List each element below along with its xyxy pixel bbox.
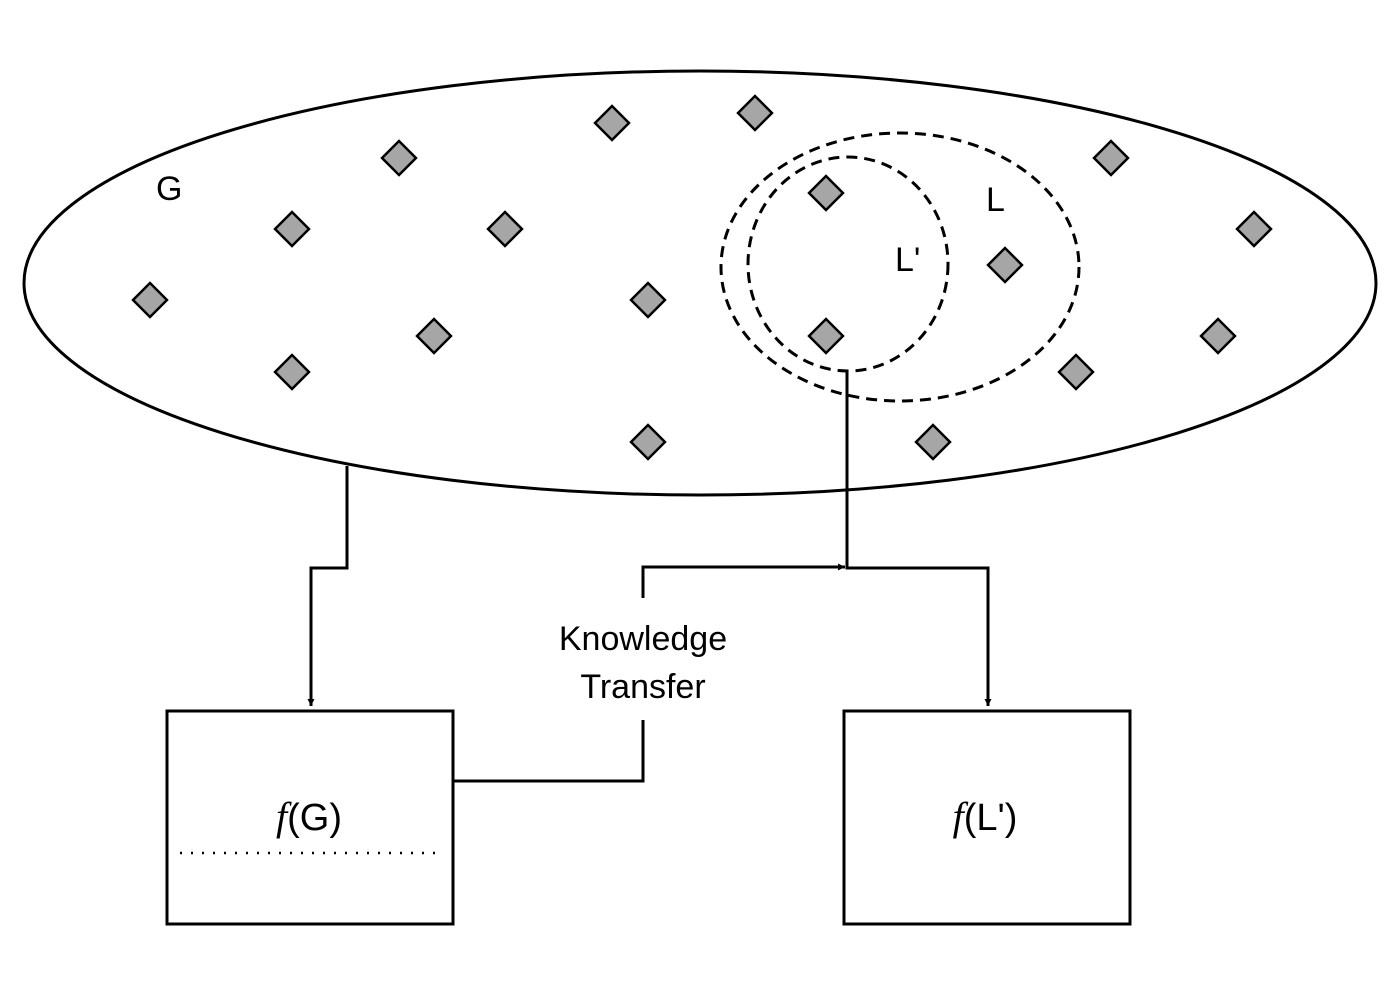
diamond-icon [629, 281, 667, 319]
diamond-icon [593, 104, 631, 142]
diamond-icon [1235, 210, 1273, 248]
diamond-icon [486, 210, 524, 248]
local-model-box [842, 709, 1132, 926]
local-to-model-connector [845, 371, 992, 706]
global-model-box [165, 709, 455, 926]
knowledge-transfer-connector-upper [641, 563, 845, 598]
diamond-icon [1199, 317, 1237, 355]
global-set-label: G [156, 170, 182, 208]
global-to-model-connector [307, 466, 349, 706]
local-model-label: f(L') [953, 794, 1018, 839]
diamond-icon [380, 139, 418, 177]
diamond-icon [273, 210, 311, 248]
diamond-icon [131, 281, 169, 319]
knowledge-transfer-connector [453, 720, 645, 783]
diamond-icon [807, 317, 845, 355]
diamond-icon [914, 423, 952, 461]
knowledge-transfer-label-line2: Transfer [580, 668, 705, 706]
diamond-icon [986, 246, 1024, 284]
global-model-label: f(G) [276, 794, 342, 839]
diamond-icon [807, 174, 845, 212]
data-points [131, 94, 1273, 461]
local-model-arg: (L') [964, 797, 1018, 839]
diamond-icon [1057, 353, 1095, 391]
diamond-icon [273, 353, 311, 391]
diamond-icon [736, 94, 774, 132]
diamond-icon [415, 317, 453, 355]
diamond-icon [629, 423, 667, 461]
global-set-ellipse [22, 69, 1378, 497]
local-subset-label: L' [895, 241, 920, 279]
global-model-arg: (G) [287, 797, 342, 839]
diamond-icon [1092, 139, 1130, 177]
local-set-label: L [986, 181, 1005, 219]
local-set-circle [719, 131, 1081, 403]
knowledge-transfer-label: Knowledge [559, 620, 727, 658]
